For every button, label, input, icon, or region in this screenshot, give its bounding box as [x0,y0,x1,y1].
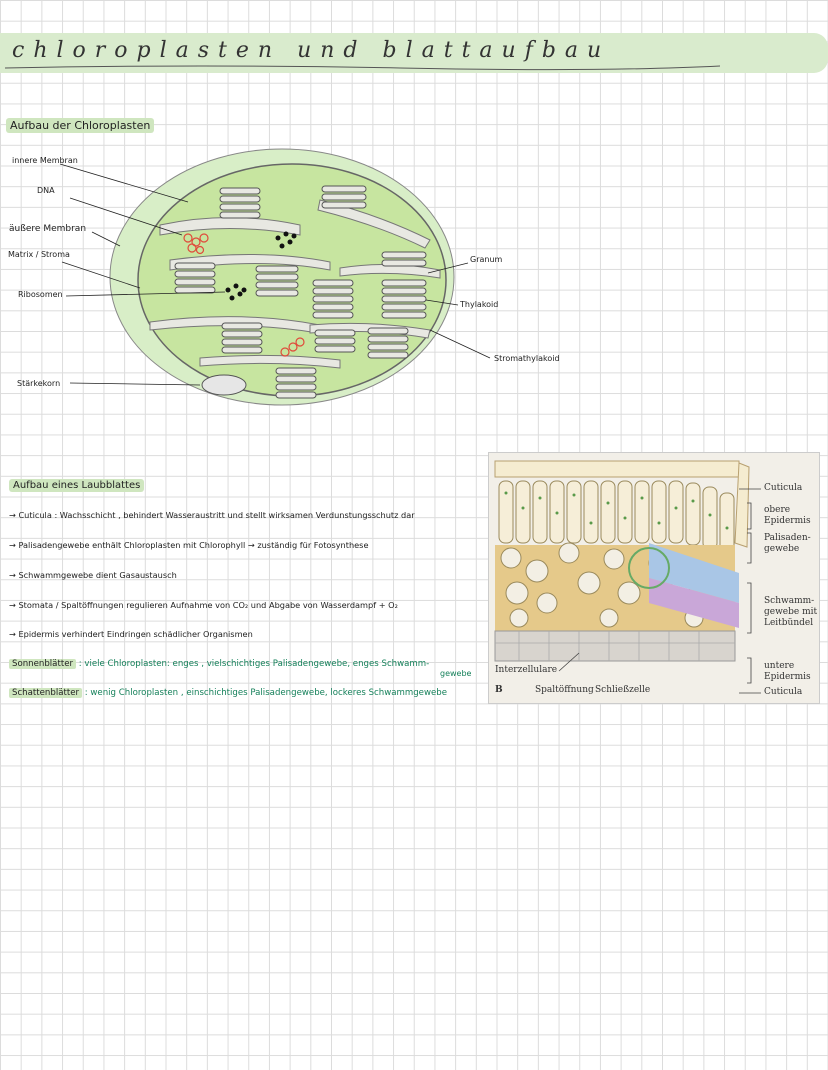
page-title: chloroplasten und blattaufbau [12,38,611,63]
chloroplast-diagram [59,148,491,406]
section-heading-chloroplast: Aufbau der Chloroplasten [6,118,155,133]
note-schattenblaetter: Schattenblätter : wenig Chloroplasten , … [9,688,447,698]
label-innere-membran: innere Membran [12,156,78,165]
leaf-illustration [494,460,761,694]
granum [219,187,261,219]
label-stromathylakoid: Stromathylakoid [494,354,560,363]
granum [275,367,317,399]
leaf-cross-section-figure: Cuticula obere Epidermis Palisaden- gewe… [488,452,820,704]
photo-label-spaltoeffnung: Spaltöffnung [535,685,594,695]
note-schwammgewebe: → Schwammgewebe dient Gasaustausch [9,570,177,580]
text-sonnenblaetter-cont: gewebe [440,669,472,678]
stroma-thylakoid [159,217,301,236]
granum [314,329,356,353]
label-lines [59,163,491,386]
granum [381,251,427,319]
vascular-bundle [628,543,739,628]
granum [321,185,367,209]
text-schattenblaetter: : wenig Chloroplasten , einschichtiges P… [84,688,448,698]
granum [174,262,216,294]
photo-label-palisaden: Palisaden- gewebe [764,533,811,554]
note-epidermis: → Epidermis verhindert Eindringen schädl… [9,629,253,639]
photo-label-schwamm: Schwamm- gewebe mit Leitbündel [764,596,818,628]
label-dna: DNA [37,186,55,195]
granum [312,279,354,319]
term-schattenblaetter: Schattenblätter [9,688,83,698]
chloroplast-dots [504,491,729,530]
palisade-cells [498,480,735,556]
dna-strand [280,337,305,357]
note-palisadengewebe: → Palisadengewebe enthält Chloroplasten … [9,540,369,550]
photo-label-obere-epidermis: obere Epidermis [764,505,811,526]
granum [255,265,299,297]
text-sonnenblaetter: : viele Chloroplasten: enges , vielschic… [78,659,430,669]
label-aeussere-membran: äußere Membran [9,224,87,234]
granum [221,322,263,354]
granum [367,327,409,359]
section-heading-laubblatt: Aufbau eines Laubblattes [9,479,145,492]
starch-grain [201,374,247,396]
photo-label-cuticula-top: Cuticula [764,483,803,493]
photo-label-schliesszelle: Schließzelle [595,685,651,695]
title-underline [4,65,721,71]
label-granum: Granum [470,255,503,264]
photo-label-b: B [495,685,503,695]
stroma-thylakoid [317,199,431,249]
ribosomes [225,231,297,301]
label-ribosomen: Ribosomen [18,290,63,299]
stroma-thylakoid [199,354,341,369]
photo-label-cuticula-bottom: Cuticula [764,687,803,697]
note-stomata: → Stomata / Spaltöffnungen regulieren Au… [9,600,398,610]
note-cuticula: → Cuticula : Wachsschicht , behindert Wa… [9,510,415,520]
lower-epidermis [494,630,736,662]
label-matrix: Matrix / Stroma [8,250,70,259]
note-sonnenblaetter: Sonnenblätter : viele Chloroplasten: eng… [9,659,429,669]
photo-label-untere-epidermis: untere Epidermis [764,661,811,682]
dna-strand [183,233,209,255]
label-staerkekorn: Stärkekorn [17,379,61,388]
stroma-thylakoid [339,263,441,279]
term-sonnenblaetter: Sonnenblätter [9,659,77,669]
label-thylakoid: Thylakoid [460,300,499,309]
photo-label-interzellulare: Interzellulare [495,665,558,675]
